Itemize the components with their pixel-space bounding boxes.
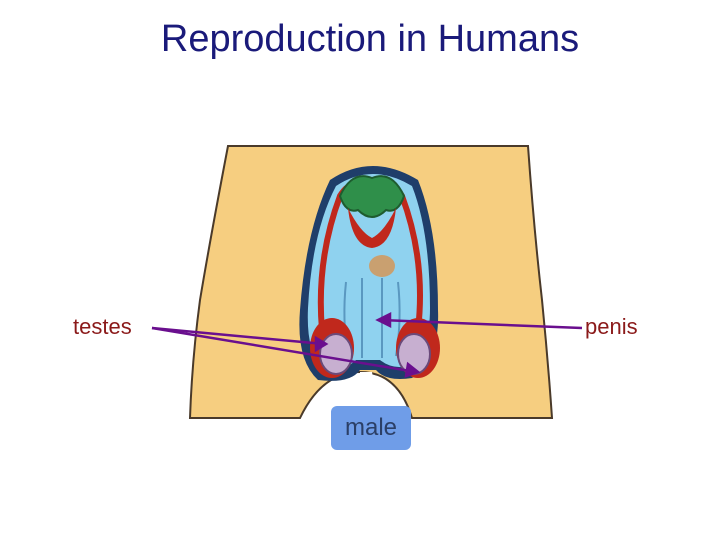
penis-pointer: [375, 311, 583, 330]
testes-pointer-left: [151, 326, 325, 346]
prostate: [369, 255, 395, 277]
penis-pointer-line: [379, 318, 583, 330]
label-testes: testes: [73, 314, 132, 339]
male-badge: male: [331, 406, 411, 450]
leg-gap: [360, 372, 378, 410]
left-testis: [319, 333, 353, 375]
testes-pointers: [151, 326, 421, 378]
testes-pointer-right: [151, 326, 417, 374]
testes-arrowhead-left: [314, 335, 329, 353]
seminal-vesicle: [338, 175, 406, 218]
page-title: Reproduction in Humans: [160, 18, 580, 60]
bladder: [348, 208, 396, 248]
penis-arrowhead: [375, 311, 392, 329]
testes-arrowhead-right: [404, 361, 421, 378]
label-penis: penis: [585, 314, 638, 339]
